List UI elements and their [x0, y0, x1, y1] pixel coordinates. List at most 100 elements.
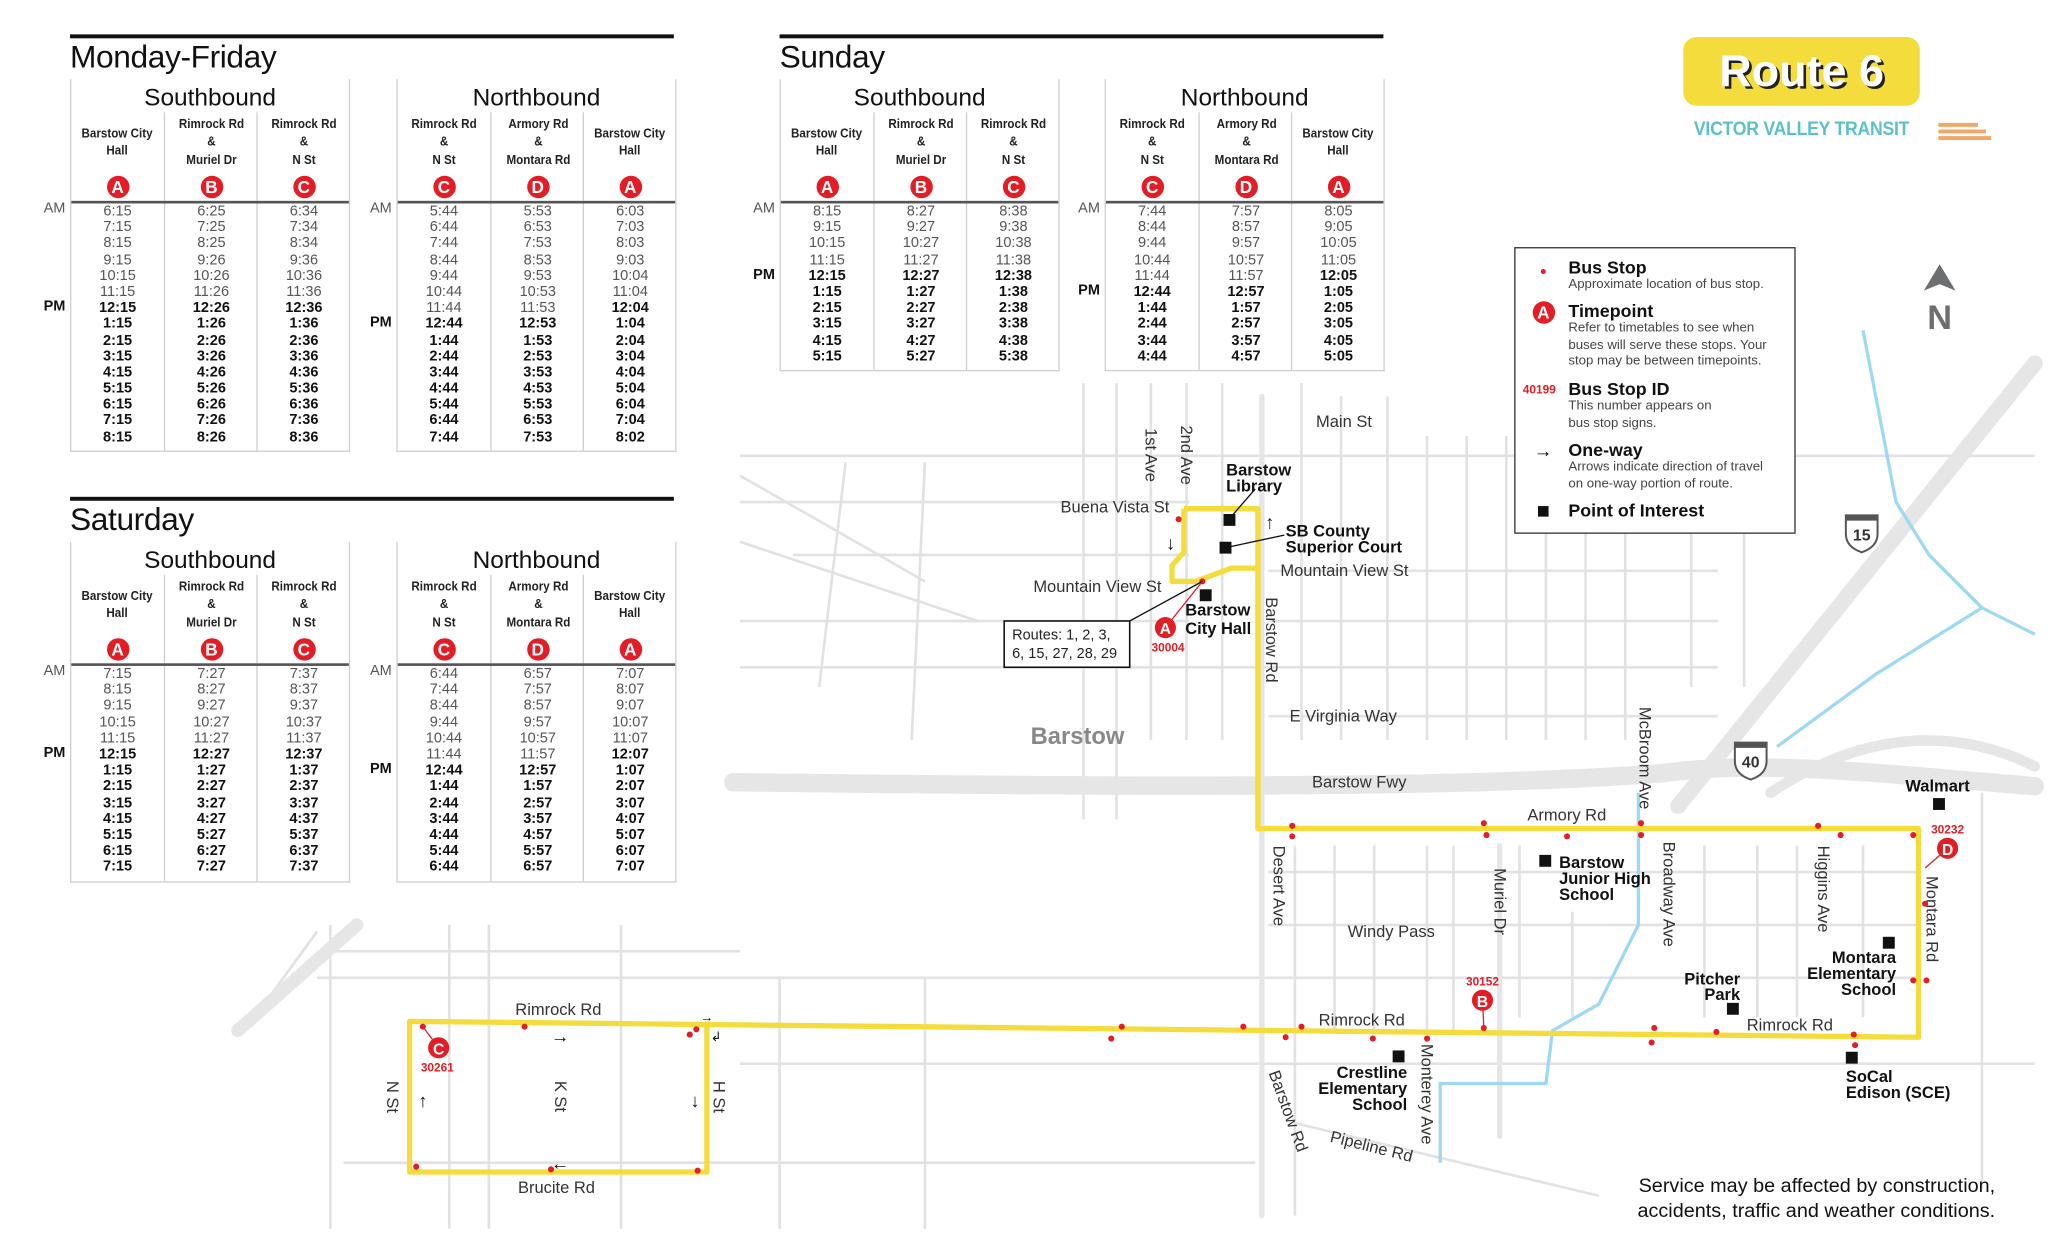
bus-stop-icon[interactable]: [547, 1166, 555, 1173]
stop-name: Rimrock Rd&Muriel Dr: [179, 575, 244, 636]
time-cell: 12:15: [98, 746, 137, 763]
time-cell: 10:57: [1227, 251, 1265, 268]
bus-stop-icon[interactable]: [1289, 833, 1296, 840]
stop-name-line: Hall: [816, 144, 838, 159]
time-cell: 9:36: [289, 251, 319, 268]
timepoint-d-icon: [1937, 837, 1959, 859]
street-label: Mountain View St: [1280, 562, 1409, 580]
time-cell: 1:36: [289, 316, 319, 333]
bus-stop-icon[interactable]: [1850, 1031, 1857, 1038]
poi-marker-icon: [1539, 854, 1552, 867]
time-cell: 4:15: [812, 332, 842, 349]
bus-stop-icon[interactable]: [1175, 516, 1182, 523]
time-cell: 8:37: [289, 682, 319, 698]
stop-name-line: Armory Rd: [507, 117, 568, 132]
poi-label: Junior High: [1559, 870, 1651, 888]
bus-stop-icon[interactable]: [1638, 820, 1645, 827]
time-cell: 6:44: [429, 219, 459, 236]
interstate-shields: 15 40: [1733, 514, 1879, 781]
legend-timepoint: A Timepoint Refer to timetables to see w…: [1532, 301, 1767, 370]
time-cell: 10:27: [193, 714, 230, 731]
time-cell: 1:38: [998, 283, 1028, 300]
pm-label: PM: [43, 745, 66, 762]
bus-stop-icon[interactable]: [1910, 832, 1917, 839]
bus-stop-icon[interactable]: [1240, 1023, 1247, 1030]
time-cell: 2:57: [1231, 316, 1261, 333]
time-cell: 9:53: [523, 267, 552, 284]
time-cell: 11:53: [520, 300, 556, 316]
bus-stop-icon[interactable]: [1910, 977, 1917, 984]
poi-label: City Hall: [1185, 620, 1251, 638]
time-cell: 6:15: [103, 843, 133, 859]
street-label: Buena Vista St: [1060, 499, 1169, 517]
timepoint-b-icon: B: [909, 175, 933, 199]
time-cell: 7:37: [289, 665, 319, 682]
poi-marker-icon: [1199, 589, 1212, 602]
pm-label: PM: [753, 266, 775, 283]
poi-label: School: [1559, 886, 1614, 904]
stop-name-line: Rimrock Rd: [888, 117, 954, 132]
street-label: Rimrock Rd: [1319, 1011, 1405, 1029]
time-cell: 4:15: [103, 364, 133, 381]
bus-stop-icon[interactable]: [1638, 832, 1645, 839]
time-cell: 4:07: [615, 810, 645, 827]
stop-name-line: Rimrock Rd: [411, 579, 477, 595]
time-cell: 10:27: [902, 235, 940, 252]
time-cell: 9:05: [1324, 219, 1353, 236]
bus-stop-icon[interactable]: [1648, 1039, 1655, 1046]
bus-stop-icon[interactable]: [1564, 833, 1571, 840]
time-cell: 8:07: [616, 682, 645, 698]
time-cell: 1:15: [812, 283, 842, 300]
time-cell: 3:26: [196, 348, 226, 365]
bus-stop-icon[interactable]: [1483, 832, 1490, 839]
time-cell: 10:05: [1320, 235, 1357, 252]
stop-id: 30232: [1931, 823, 1964, 837]
bus-stop-icon[interactable]: [1815, 822, 1822, 829]
bus-stop-icon[interactable]: [1922, 900, 1929, 907]
time-cell: 9:57: [523, 714, 552, 731]
bus-stop-icon[interactable]: [1282, 1034, 1289, 1041]
bus-stop-icon[interactable]: [693, 1026, 700, 1033]
stop-name-line: Hall: [106, 606, 129, 622]
bus-stop-icon[interactable]: [1923, 977, 1930, 984]
bus-stop-icon[interactable]: [1369, 1035, 1376, 1042]
time-cell: 10:15: [99, 714, 136, 731]
bus-stop-icon[interactable]: [1852, 1042, 1859, 1049]
time-cell: 12:44: [425, 316, 463, 333]
bus-stop-icon[interactable]: [413, 1163, 420, 1170]
bus-stop-icon[interactable]: [1289, 822, 1296, 829]
time-cell: 8:15: [103, 235, 132, 252]
stop-name-line: N St: [432, 615, 456, 630]
bus-stop-icon[interactable]: [1837, 832, 1844, 839]
direction-title: Northbound: [472, 83, 601, 111]
north-arrow: N: [1923, 264, 1956, 337]
stop-name-line: &: [299, 597, 309, 613]
stop-name: Rimrock Rd&Muriel Dr: [179, 112, 244, 173]
stop-name-line: N St: [292, 615, 316, 630]
time-cell: 4:53: [523, 380, 553, 397]
bus-stop-icon[interactable]: [1108, 1035, 1115, 1042]
time-cell: 11:27: [903, 251, 939, 268]
bus-stop-icon[interactable]: [1480, 820, 1487, 827]
bus-stop-icon[interactable]: [1423, 1035, 1431, 1042]
stop-name-line: &: [439, 135, 449, 150]
stop-name: Rimrock Rd&N St: [271, 112, 336, 173]
bus-stop-icon[interactable]: [694, 1167, 701, 1174]
bus-stop-icon[interactable]: [1651, 1024, 1658, 1032]
stop-name-line: Montara Rd: [505, 615, 570, 630]
time-cell: 1:27: [906, 283, 936, 300]
bus-stop-icon[interactable]: [1118, 1023, 1125, 1030]
time-cell: 6:25: [197, 203, 226, 220]
street-label: 2nd Ave: [1177, 425, 1195, 484]
bus-stop-icon[interactable]: [521, 1023, 528, 1030]
bus-stop-icon[interactable]: [1298, 1023, 1305, 1030]
bus-stop-icon[interactable]: [686, 1031, 693, 1038]
shield-number: 15: [1853, 527, 1871, 544]
time-cell: 7:03: [616, 219, 645, 236]
bus-stop-icon[interactable]: [1713, 1028, 1720, 1035]
stop-name-line: Barstow City: [791, 126, 863, 141]
timepoint-markers[interactable]: A 30004 B 30152 C 30261 D 30232: [421, 580, 1965, 1075]
